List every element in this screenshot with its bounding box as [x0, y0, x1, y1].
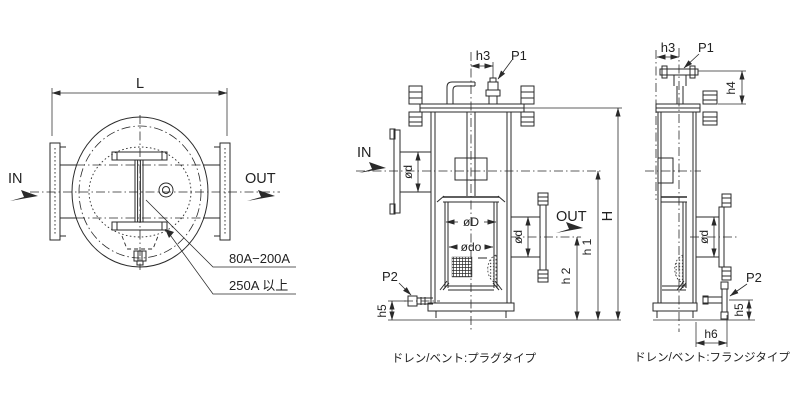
caption-flange-type: ドレン/ベント:フランジタイプ: [634, 351, 790, 364]
dimension-h2: h 2: [559, 236, 580, 321]
note-250a: 250A 以上: [229, 278, 288, 293]
screen-dome: [487, 254, 497, 284]
dimension-h4: h4: [698, 70, 746, 105]
dimension-H: H: [524, 107, 622, 321]
top-view: L IN OUT 80A−200A 250A 以上: [8, 76, 296, 295]
side-view: h3 P1 h4: [634, 40, 790, 364]
inlet-nozzle: ød: [356, 128, 602, 215]
leader-notes: 80A−200A 250A 以上: [145, 199, 296, 295]
caption-plug-type: ドレン/ベント:プラグタイプ: [392, 351, 537, 365]
cover-bolts: [408, 85, 535, 127]
in-label: IN: [8, 171, 23, 187]
p2-label-front: P2: [382, 269, 398, 284]
vent-flange-p1: [659, 53, 700, 104]
dim-label-H: H: [600, 211, 616, 221]
dimension-h3-side: h3: [656, 40, 680, 60]
drain-plug-p2: [398, 282, 440, 307]
dimension-phiD: øD: [445, 215, 497, 229]
dim-label-h2: h 2: [559, 267, 573, 284]
p1-label: P1: [511, 48, 527, 63]
screen-dome-side: [674, 254, 684, 284]
vent-plug-circle: [158, 182, 174, 198]
cover-plate: [419, 103, 525, 113]
out-label: OUT: [245, 171, 276, 187]
body-shell-side: [645, 112, 755, 321]
flow-arrow-in: [10, 190, 38, 201]
lifting-handle: [446, 81, 476, 104]
outlet-nozzle: ød: [511, 192, 581, 283]
dimension-h1: h 1: [580, 170, 601, 321]
dimension-h6: h6: [695, 315, 728, 347]
out-label-front: OUT: [556, 209, 587, 225]
dim-label-h3-side: h3: [661, 40, 675, 55]
dim-label-phi-d-in: ød: [401, 165, 415, 179]
dim-label-phi-do: ødo: [461, 240, 482, 254]
inlet-flange: [49, 142, 66, 241]
center-rod: [454, 112, 488, 196]
front-view: P1 h3 ød IN: [356, 48, 622, 365]
basket-handle-top: [111, 151, 168, 231]
dim-label-h4: h4: [724, 81, 738, 95]
outlet-nozzle-side: ød: [690, 193, 737, 281]
dim-label-phi-d-side: ød: [697, 230, 711, 244]
dim-label-h1: h 1: [580, 238, 594, 255]
dimension-phido: ødo: [448, 240, 494, 254]
flow-arrow-out-front: [556, 222, 583, 233]
p1-label-side: P1: [698, 40, 714, 55]
flow-arrow-out: [247, 190, 275, 201]
outlet-flange: [214, 142, 231, 241]
p2-label-side: P2: [746, 270, 762, 285]
dimension-h5-side: h5: [729, 299, 753, 321]
drain-boss: [121, 235, 159, 266]
dim-label-h3: h3: [476, 48, 490, 63]
dim-label-phi-d-out: ød: [511, 230, 525, 244]
dim-label-h6: h6: [704, 327, 718, 341]
drain-flange-p2: [702, 281, 748, 320]
dim-label-L: L: [136, 76, 144, 92]
mesh-panel: [451, 256, 473, 278]
base-plate: [388, 302, 621, 321]
strainer-basket: [436, 195, 506, 291]
flow-arrow-in-front: [359, 162, 386, 173]
dimension-h5-front: h5: [375, 300, 406, 321]
dim-label-h5-side: h5: [732, 303, 746, 317]
vent-plug-p1: [485, 59, 513, 105]
dimension-L: L: [51, 76, 228, 136]
in-label-front: IN: [357, 145, 372, 161]
body-shell: [430, 112, 512, 303]
cover-plate-side: [655, 90, 718, 126]
dimension-h3: h3: [470, 48, 494, 78]
dim-label-phi-D: øD: [463, 215, 479, 229]
note-80a-200a: 80A−200A: [229, 251, 290, 266]
dim-label-h5-front: h5: [375, 304, 389, 318]
